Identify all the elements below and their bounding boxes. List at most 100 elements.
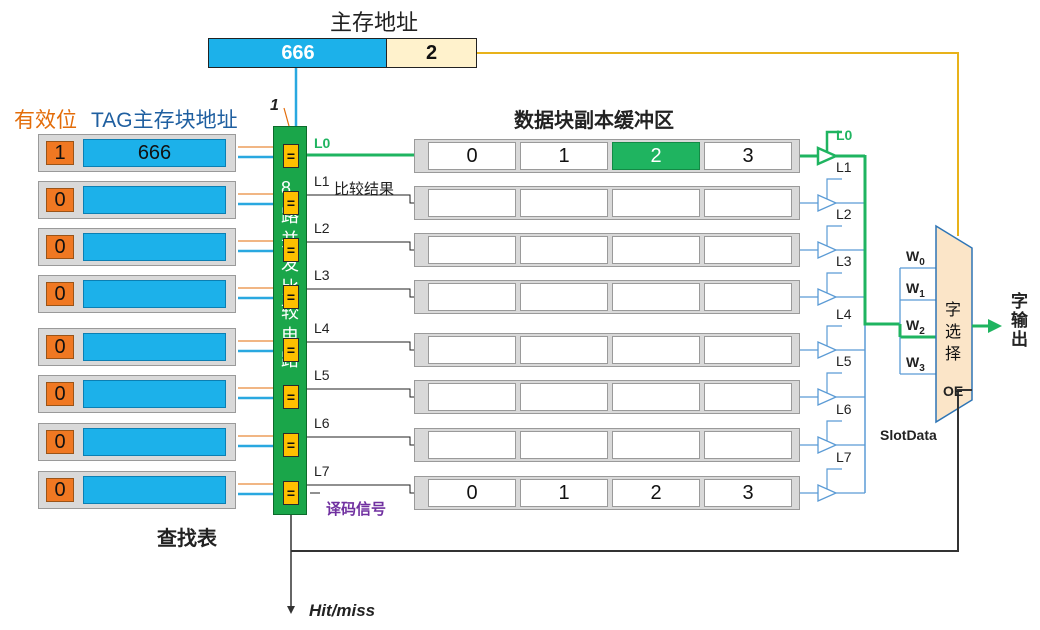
mux-input-label: W2 <box>906 317 925 337</box>
mux-input-subscript: 2 <box>919 325 925 337</box>
mux-label-char: 选 <box>945 324 962 341</box>
tag-cell: 666 <box>83 139 226 167</box>
buffer-word-cell <box>704 336 792 364</box>
buffer-word-cell: 0 <box>428 479 516 507</box>
buffer-word-cell: 3 <box>704 142 792 170</box>
mux-input-label: W3 <box>906 354 925 374</box>
gate-line-label: L4 <box>836 306 852 322</box>
word-output-label: 字输出 <box>1011 292 1028 349</box>
buffer-word-cell <box>428 189 516 217</box>
decode-signal-label: 译码信号 <box>326 501 387 518</box>
gate-line-label: L2 <box>836 206 852 222</box>
decode-line-label: L3 <box>314 267 330 283</box>
gate-enable-0 <box>825 130 842 152</box>
decode-line-L6 <box>307 436 428 446</box>
bus-slash-mark <box>283 107 290 127</box>
valid-bit-cell: 1 <box>46 141 74 165</box>
mux-input-label: W1 <box>906 280 925 300</box>
buffer-word-cell <box>428 236 516 264</box>
buffer-word-cell <box>520 189 608 217</box>
valid-bit-cell: 0 <box>46 282 74 306</box>
bus-width-label: 1 <box>270 97 279 114</box>
buffer-word-cell: 1 <box>520 142 608 170</box>
decode-line-label: L7 <box>314 463 330 479</box>
valid-bit-cell: 0 <box>46 382 74 406</box>
gate-enable-2 <box>826 225 842 246</box>
tag-cell <box>83 186 226 214</box>
compare-result-label: 比较结果 <box>334 181 395 198</box>
buffer-word-cell <box>520 283 608 311</box>
gate-line-label: L3 <box>836 253 852 269</box>
valid-bit-cell: 0 <box>46 335 74 359</box>
tag-cell <box>83 233 226 261</box>
buffer-word-cell: 2 <box>612 479 700 507</box>
decode-line-label: L6 <box>314 415 330 431</box>
comparator-equal-box: = <box>283 481 299 505</box>
buffer-word-cell <box>520 336 608 364</box>
mux-input-subscript: 3 <box>919 362 925 374</box>
buffer-word-cell <box>704 431 792 459</box>
buffer-word-cell: 1 <box>520 479 608 507</box>
word-select-mux <box>935 224 973 424</box>
comparator-equal-box: = <box>283 385 299 409</box>
buffer-word-cell: 3 <box>704 479 792 507</box>
mux-input-subscript: 0 <box>919 256 925 268</box>
gate-enable-1 <box>826 178 842 199</box>
mux-label-char: 择 <box>945 346 962 363</box>
valid-bit-cell: 0 <box>46 430 74 454</box>
valid-bit-cell: 0 <box>46 235 74 259</box>
decode-line-L4 <box>307 341 428 351</box>
tag-cell <box>83 428 226 456</box>
valid-bit-header: 有效位 <box>14 109 77 132</box>
lookup-table-caption: 查找表 <box>157 528 217 550</box>
word-offset-wire <box>477 52 959 236</box>
decode-line-label: L5 <box>314 367 330 383</box>
tag-cell <box>83 476 226 504</box>
buffer-word-cell <box>612 431 700 459</box>
decode-line-L2 <box>307 241 428 251</box>
comparator-equal-box: = <box>283 238 299 262</box>
buffer-word-cell: 0 <box>428 142 516 170</box>
decode-line-label: L1 <box>314 173 330 189</box>
decode-line-L3 <box>307 288 428 298</box>
tag-header: TAG主存块地址 <box>91 109 238 132</box>
gate-line-label: L0 <box>836 127 853 143</box>
buffer-word-cell <box>520 431 608 459</box>
decode-line-L7 <box>307 484 428 494</box>
hit-collector-path <box>863 155 900 326</box>
mux-input-base: W <box>906 280 920 296</box>
gate-line-label: L5 <box>836 353 852 369</box>
decode-line-L5 <box>307 388 428 398</box>
buffer-word-cell <box>704 383 792 411</box>
mux-input-base: W <box>906 354 920 370</box>
tag-cell <box>83 280 226 308</box>
buffer-word-cell <box>612 236 700 264</box>
mux-input-base: W <box>906 317 920 333</box>
address-offset-field: 2 <box>386 38 477 68</box>
tag-cell <box>83 380 226 408</box>
mux-input-subscript: 1 <box>919 288 925 300</box>
tag-cell <box>83 333 226 361</box>
buffer-title: 数据块副本缓冲区 <box>514 110 674 132</box>
buffer-word-cell <box>428 383 516 411</box>
gate-enable-3 <box>826 272 842 293</box>
buffer-word-cell <box>612 189 700 217</box>
buffer-word-cell <box>428 283 516 311</box>
comparator-label-char: 8 <box>281 178 292 198</box>
buffer-word-cell <box>612 336 700 364</box>
buffer-word-cell <box>704 283 792 311</box>
address-title: 主存地址 <box>330 10 419 35</box>
gate-enable-4 <box>826 325 842 346</box>
buffer-word-cell-selected: 2 <box>612 142 700 170</box>
gate-enable-6 <box>826 420 842 441</box>
gate-line-label: L1 <box>836 159 852 175</box>
gate-line-label: L6 <box>836 401 852 417</box>
comparator-equal-box: = <box>283 433 299 457</box>
gate-line-label: L7 <box>836 449 852 465</box>
mux-oe-label: OE <box>943 383 964 399</box>
buffer-word-cell <box>520 236 608 264</box>
buffer-word-cell <box>704 189 792 217</box>
hit-miss-arrowhead <box>287 606 295 614</box>
